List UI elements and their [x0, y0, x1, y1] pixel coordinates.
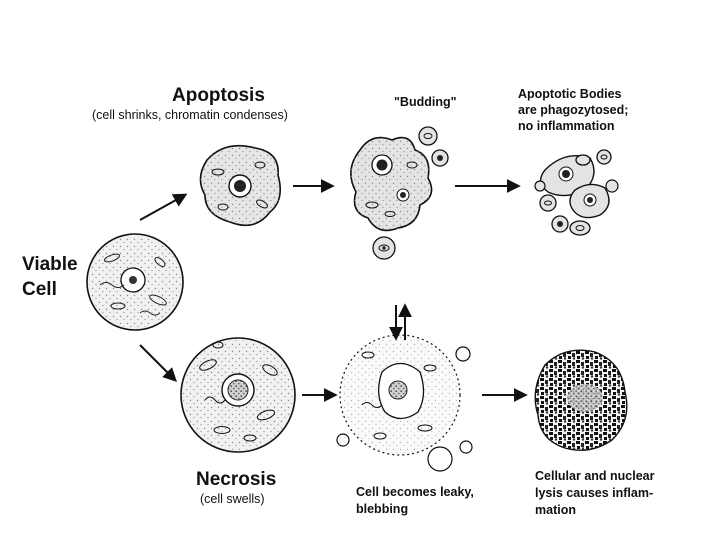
- apoptotic-bodies-line1: Apoptotic Bodies: [518, 87, 622, 101]
- arrow-viable-to-necrosis: [139, 344, 177, 382]
- lysed-cell-debris: [534, 349, 628, 451]
- necrosis-title: Necrosis: [196, 469, 277, 490]
- apoptotic-bodies-line2: are phagozytosed;: [518, 103, 629, 117]
- leaky-blebbing-cell: [336, 334, 473, 472]
- apoptosis-subtitle: (cell shrinks, chromatin condenses): [92, 108, 288, 122]
- lysis-label-line1: Cellular and nuclear: [535, 469, 655, 483]
- budding-cell-cluster: [350, 126, 449, 260]
- budding-label: "Budding": [394, 95, 457, 109]
- viable-label-line2: Cell: [22, 279, 57, 300]
- viable-cell-drawing: [86, 233, 184, 331]
- apoptotic-shrunken-cell: [199, 144, 281, 227]
- apoptosis-title: Apoptosis: [172, 85, 265, 106]
- arrow-viable-to-apoptosis: [139, 193, 188, 221]
- viable-label-line1: Viable: [22, 254, 78, 275]
- necrotic-swollen-cell: [180, 337, 296, 453]
- apoptotic-bodies: [534, 149, 619, 236]
- process-arrows: [139, 179, 528, 402]
- necrosis-subtitle: (cell swells): [200, 492, 265, 506]
- leaky-label-line2: blebbing: [356, 502, 409, 516]
- lysis-label-line2: lysis causes inflam-: [535, 486, 654, 500]
- leaky-label-line1: Cell becomes leaky,: [356, 485, 474, 499]
- apoptotic-bodies-line3: no inflammation: [518, 119, 615, 133]
- lysis-label-line3: mation: [535, 503, 576, 517]
